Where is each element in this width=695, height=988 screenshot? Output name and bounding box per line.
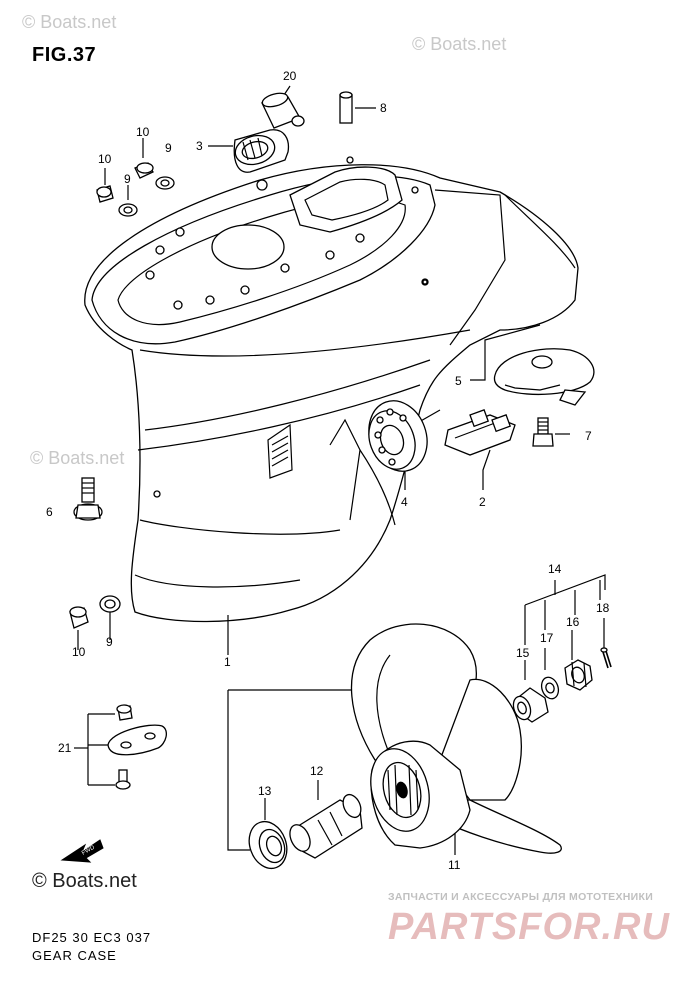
part-8-dowel-pin: [339, 91, 353, 124]
part-13-seal: [248, 820, 288, 870]
part-2-clip: [444, 409, 516, 456]
callout-14: 14: [548, 562, 562, 576]
part-6-bolt: [73, 477, 103, 521]
callout-6: 6: [46, 505, 53, 519]
part-20-sleeve: [261, 92, 305, 129]
callout-11: 11: [448, 858, 461, 872]
watermark-top-left: © Boats.net: [22, 12, 117, 32]
callout-4: 4: [401, 495, 408, 509]
callout-8: 8: [380, 101, 387, 115]
callout-10-top-right: 10: [136, 125, 150, 139]
gear-case-housing: [84, 156, 579, 623]
callout-1: 1: [224, 655, 231, 669]
callout-16: 16: [566, 615, 580, 629]
callout-15: 15: [516, 646, 530, 660]
store-tagline: ЗАПЧАСТИ И АКСЕССУАРЫ ДЛЯ МОТОТЕХНИКИ: [388, 891, 654, 903]
callout-10-top-left: 10: [98, 152, 112, 166]
callout-9-bottom: 9: [106, 635, 113, 649]
callout-3: 3: [196, 139, 203, 153]
diagram-caption: GEAR CASE: [32, 948, 117, 963]
part-9-washer-bottom: [99, 595, 121, 613]
store-logo: PARTSFOR.RU: [388, 906, 670, 948]
part-11-propeller: [350, 623, 562, 854]
part-9-washer-top-right: [155, 176, 175, 190]
callout-12: 12: [310, 764, 324, 778]
callout-18: 18: [596, 601, 610, 615]
diagram-code: DF25 30 EC3 037: [32, 930, 152, 945]
part-10-nut-bottom: [69, 606, 89, 629]
callout-21: 21: [58, 741, 72, 755]
callout-labels: 20 8 3 10 9 10 9 5 7 4 2 6 10 9 1 14 18 …: [46, 69, 610, 872]
watermark-top-right: © Boats.net: [412, 34, 507, 54]
callout-13: 13: [258, 784, 272, 798]
part-12-spacer: [289, 793, 363, 859]
front-arrow-icon: FWD: [60, 839, 104, 863]
part-9-washer-top-left: [118, 203, 138, 217]
part-10-nut-top-left: [96, 185, 114, 203]
watermark-mid-left: © Boats.net: [30, 448, 125, 468]
callout-17: 17: [540, 631, 554, 645]
part-4-ball-bearing: [368, 400, 428, 472]
callout-10-bottom: 10: [72, 645, 86, 659]
part-10-nut-top-right: [134, 162, 154, 179]
callout-9-top-right: 9: [165, 141, 172, 155]
callout-20: 20: [283, 69, 297, 83]
callout-5: 5: [455, 374, 462, 388]
part-16-castle-nut: [564, 659, 593, 691]
part-21-anode-set: [107, 704, 168, 790]
callout-9-top-left: 9: [124, 172, 131, 186]
part-15-spacer: [512, 687, 549, 723]
part-17-washer: [540, 676, 560, 700]
part-7-bolt: [532, 417, 554, 447]
part-5-trim-tab: [493, 348, 595, 406]
part-3-bearing: [233, 129, 290, 173]
callout-7: 7: [585, 429, 592, 443]
callout-2: 2: [479, 495, 486, 509]
figure-title: FIG.37: [32, 44, 97, 66]
part-18-cotter-pin: [600, 647, 612, 669]
copyright-notice: © Boats.net: [32, 870, 137, 892]
